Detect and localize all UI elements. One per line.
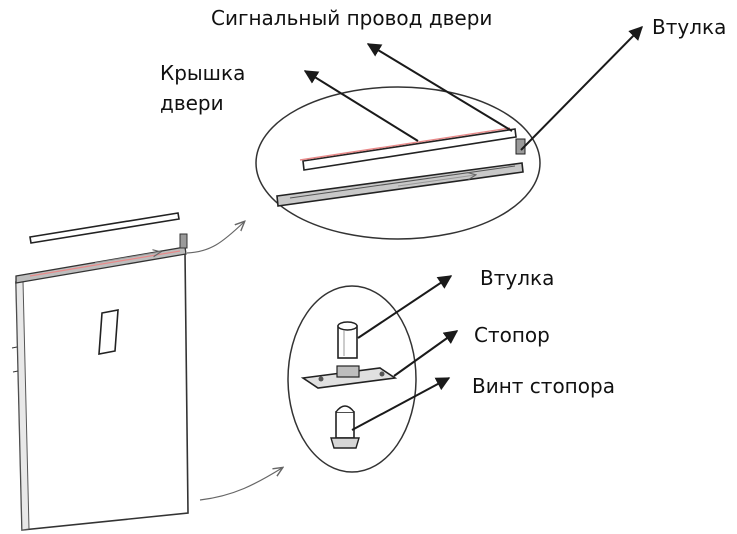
bushing-bottom-label: Втулка <box>480 266 555 290</box>
stopper-label: Стопор <box>474 323 550 347</box>
stopper-screw-part <box>330 405 360 449</box>
upper-detail-ellipse <box>255 86 541 240</box>
to-upper-detail-arrow <box>186 222 244 254</box>
bushing-top-label: Втулка <box>652 15 727 39</box>
door-cover-pointer-arrow <box>303 70 419 142</box>
bushing-top-pointer-arrow <box>520 26 643 151</box>
stopper-screw-label: Винт стопора <box>472 374 615 398</box>
bushing-bottom-pointer-arrow <box>357 275 453 339</box>
signal-wire-label: Сигнальный провод двери <box>211 6 493 30</box>
stopper-screw-pointer-arrow <box>351 377 451 431</box>
stopper-part <box>300 365 398 389</box>
door-panel <box>11 233 189 531</box>
to-lower-detail-arrow <box>199 468 282 501</box>
lower-detail-ellipse <box>287 285 417 473</box>
door-handle <box>98 309 119 355</box>
bushing-part <box>337 321 358 359</box>
door-cover-strip <box>29 212 180 244</box>
signal-wire-pointer-arrow <box>366 43 513 132</box>
door-cover-label: Крышка двери <box>160 61 246 115</box>
stopper-pointer-arrow <box>393 330 459 377</box>
